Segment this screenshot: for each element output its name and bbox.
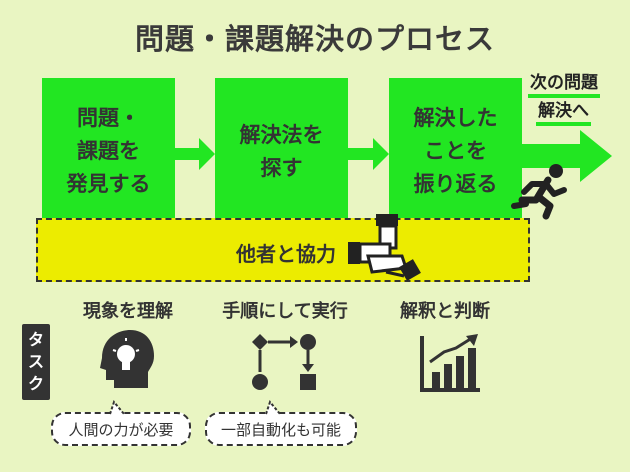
hands-together-icon [348,214,421,281]
task-tag-char: ク [27,374,44,393]
arrow-right-icon [175,138,215,170]
step-reflect-label: 解決した ことを 振り返る [413,106,498,196]
running-person-icon [511,164,567,220]
step-search-solution-label: 解決法を 探す [239,122,324,180]
task-tag-char: ス [27,352,44,371]
page-title: 問題・課題解決のプロセス [134,22,495,56]
big-arrow-right-icon [522,130,612,182]
bar-chart-up-icon [420,334,480,392]
step-reflect: 解決した ことを 振り返る [389,78,522,225]
task-heading-understand: 現象を理解 [83,301,173,322]
head-lightbulb-icon [100,330,154,388]
step-discover: 問題・ 課題を 発見する [42,78,175,225]
next-label-line1: 次の問題 [528,72,600,98]
task-heading-procedure: 手順にして実行 [222,301,348,322]
next-label-line2: 解決へ [536,100,591,126]
note-automation: 一部自動化も可能 [220,420,341,439]
note-bubble-human: 人間の力が必要 [51,412,191,446]
task-heading-judgement: 解釈と判断 [400,301,490,322]
collaboration-label: 他者と協力 [236,242,336,266]
collaboration-band [36,218,530,282]
step-search-solution: 解決法を 探す [215,78,348,225]
step-discover-label: 問題・ 課題を 発見する [66,106,151,196]
task-tag: タ ス ク [22,324,50,400]
bubble-tail [109,399,125,415]
note-human: 人間の力が必要 [68,420,174,439]
note-bubble-automation: 一部自動化も可能 [205,412,357,446]
arrow-right-icon [348,138,389,170]
flowchart-icon [252,334,316,390]
task-tag-char: タ [27,330,44,349]
bubble-tail [265,399,281,415]
